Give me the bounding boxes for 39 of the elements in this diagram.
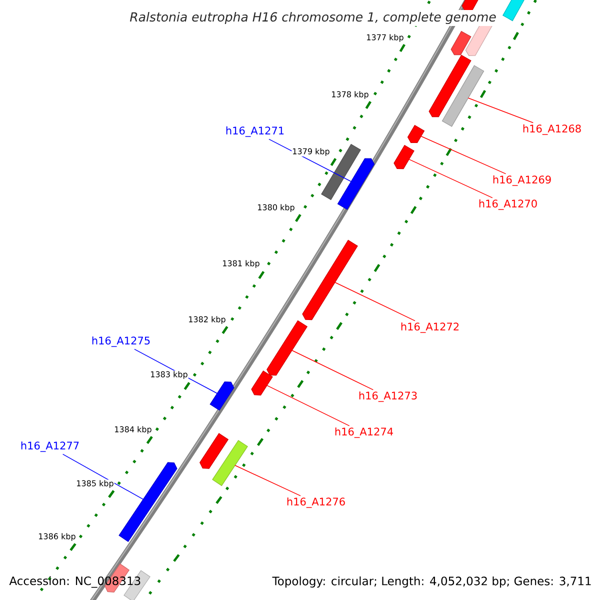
leader-line <box>408 158 493 198</box>
leader-line <box>468 98 534 124</box>
tick-label: 1381 kbp <box>222 260 260 268</box>
tick-label: 1385 kbp <box>76 480 114 488</box>
gene-label: h16_A1275 <box>92 336 150 347</box>
leader-line <box>292 350 374 390</box>
gene-feature <box>210 381 234 411</box>
gene-label: h16_A1269 <box>493 175 551 186</box>
gene-feature <box>251 370 273 396</box>
tick-label: 1379 kbp <box>292 148 330 156</box>
leader-line <box>420 136 506 174</box>
gene-label: h16_A1273 <box>359 391 417 402</box>
tick-label: 1384 kbp <box>114 426 152 434</box>
tick-label: 1377 kbp <box>366 34 404 42</box>
gene-feature <box>302 240 358 320</box>
tick-label: 1378 kbp <box>330 90 370 100</box>
gene-label: h16_A1274 <box>335 427 393 438</box>
gene-label: h16_A1277 <box>21 441 79 452</box>
leader-line <box>334 282 416 322</box>
gene-bar <box>442 65 484 127</box>
leader-line <box>62 454 144 500</box>
gene-label: h16_A1276 <box>287 497 345 508</box>
gene-feature <box>337 158 375 210</box>
footer-text: Topology: circular; Length: 4,052,032 bp; Genes: 3,711 <box>272 576 591 588</box>
gene-feature <box>407 124 425 144</box>
leader-line <box>266 385 350 426</box>
tick-label: 1382 kbp <box>188 316 226 324</box>
tick-label: 1380 kbp <box>256 204 296 212</box>
gene-label: h16_A1270 <box>479 199 537 210</box>
gene-feature <box>394 144 414 170</box>
gene-feature <box>118 462 178 542</box>
tick-label: 1383 kbp <box>150 370 188 380</box>
gene-feature <box>266 320 308 376</box>
gene-label: h16_A1271 <box>226 126 284 137</box>
gene-label: h16_A1272 <box>401 322 459 333</box>
leader-line <box>234 464 301 496</box>
gene-label: h16_A1268 <box>523 124 581 135</box>
title: Ralstonia eutropha H16 chromosome 1, complete genome <box>128 10 498 26</box>
tick-label: 1386 kbp <box>38 532 76 542</box>
